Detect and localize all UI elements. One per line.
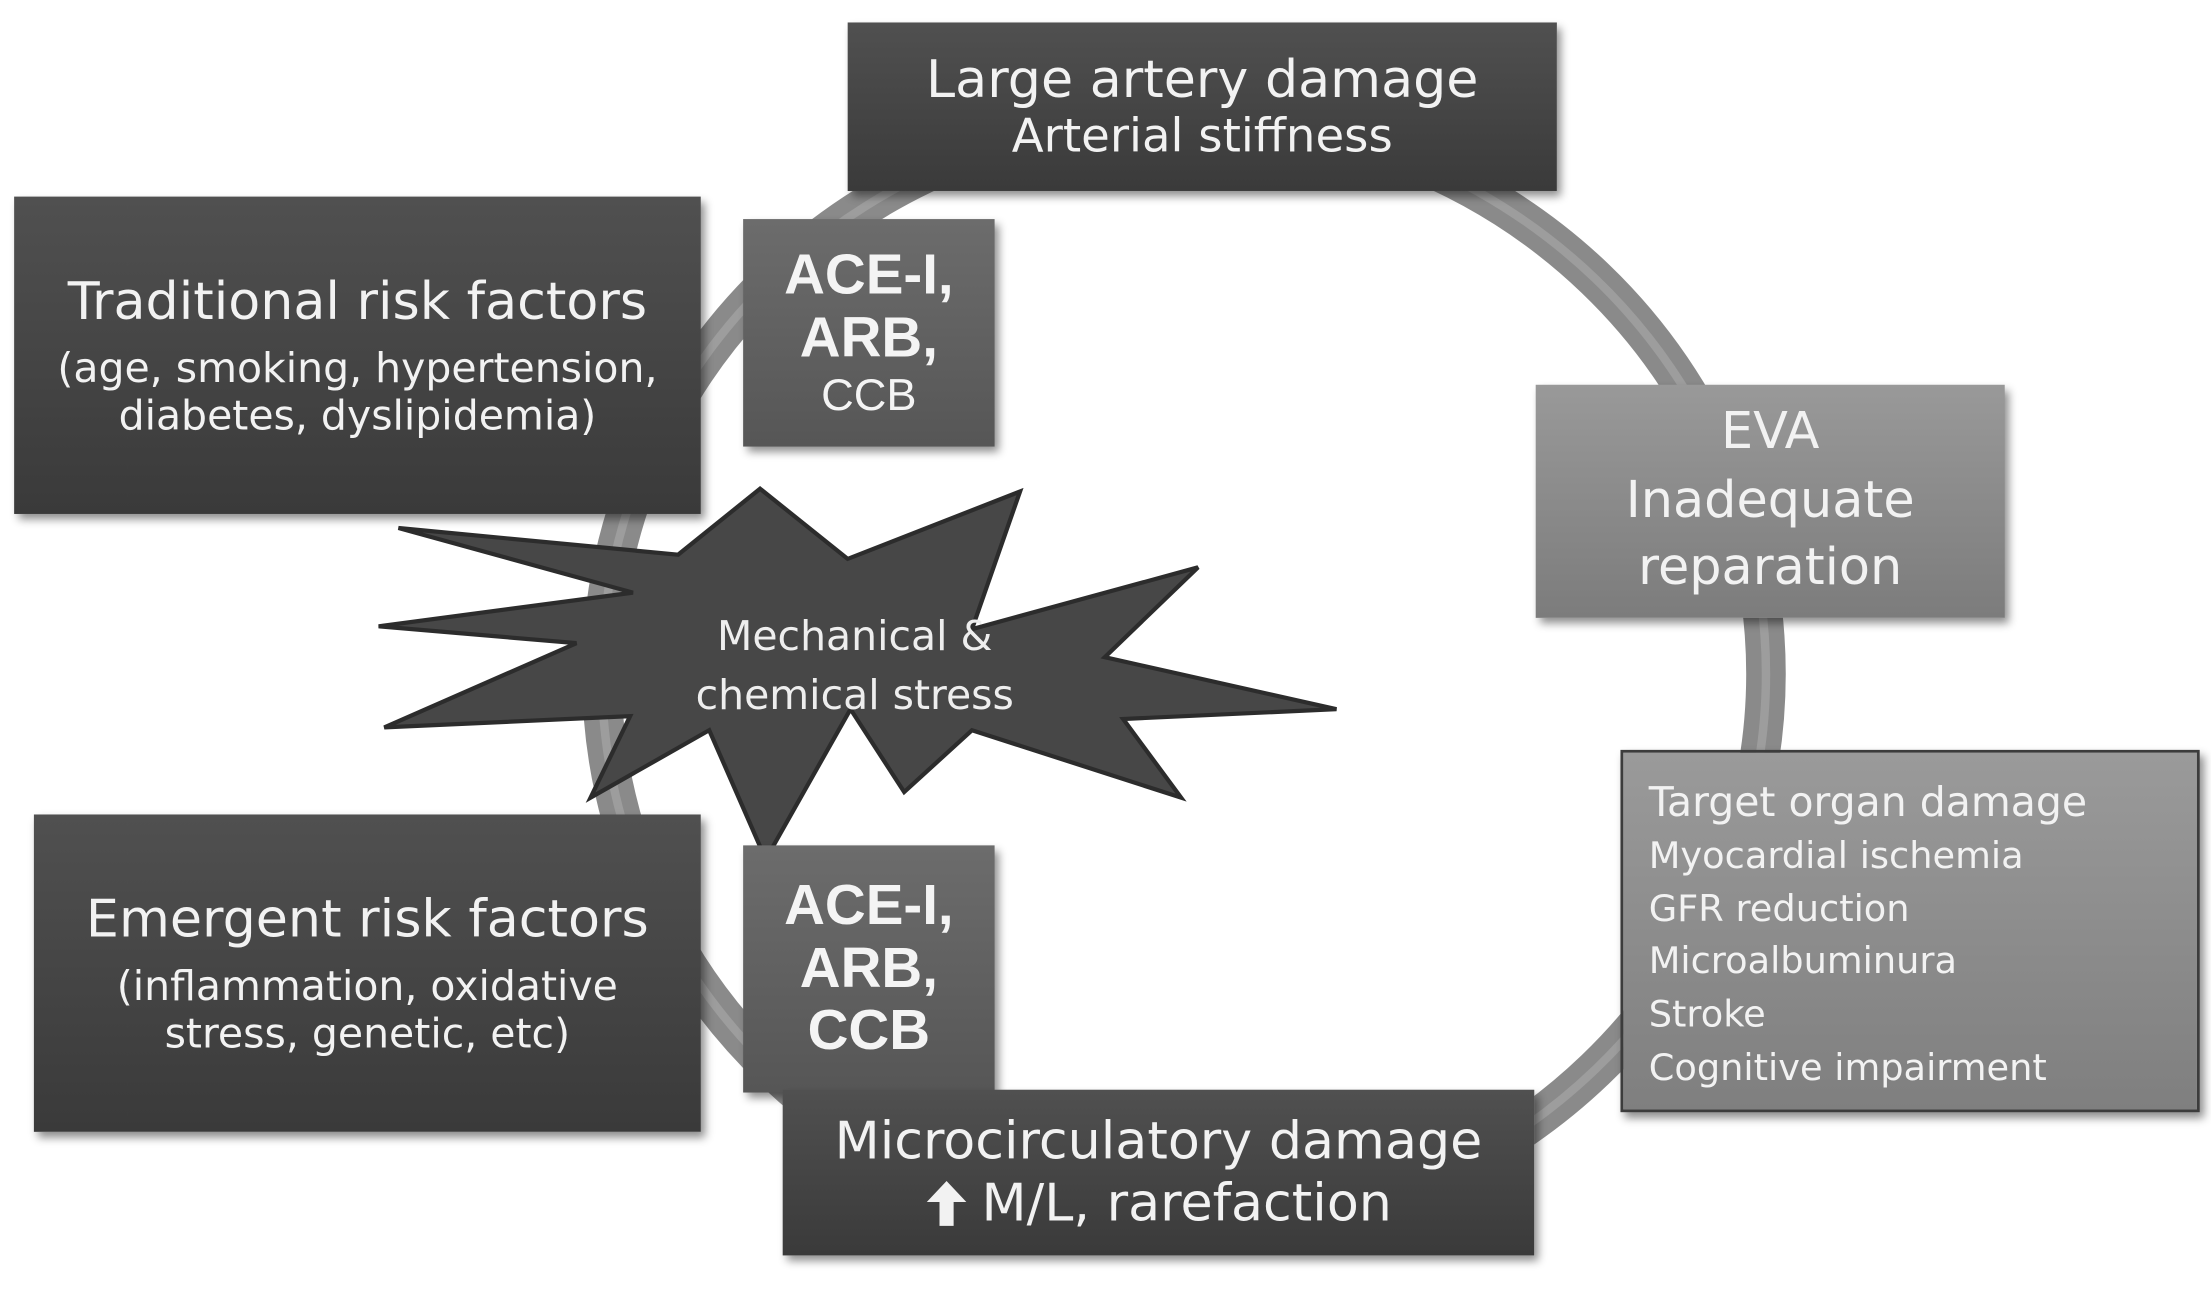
emergent-risk-factors-box: Emergent risk factors (inflammation, oxi… xyxy=(33,814,701,1132)
drugs-bottom-ccb: CCB xyxy=(807,1000,931,1063)
traditional-risk-factors-box: Traditional risk factors (age, smoking, … xyxy=(14,196,701,514)
target-organ-item: Microalbuminura xyxy=(1648,941,1958,984)
emergent-line-1: (inflammation, oxidative xyxy=(116,961,618,1010)
target-organ-item: Cognitive impairment xyxy=(1648,1047,2047,1090)
emergent-title: Emergent risk factors xyxy=(85,888,649,950)
drugs-top-ace: ACE-I, xyxy=(784,244,954,307)
drugs-bottom-arb: ARB, xyxy=(799,937,938,1000)
target-organ-title: Target organ damage xyxy=(1648,777,2088,826)
stress-label: Mechanical & chemical stress xyxy=(664,607,1045,725)
target-organ-damage-box: Target organ damage Myocardial ischemia … xyxy=(1620,749,2200,1113)
arrow-up-icon xyxy=(926,1180,966,1226)
drugs-top-ccb: CCB xyxy=(821,369,917,420)
traditional-line-2: diabetes, dyslipidemia) xyxy=(118,391,597,440)
eva-box: EVA Inadequate reparation xyxy=(1535,384,2005,618)
micro-title: Microcirculatory damage xyxy=(834,1111,1483,1172)
target-organ-item: GFR reduction xyxy=(1648,888,1910,931)
drugs-top-box: ACE-I, ARB, CCB xyxy=(743,219,995,447)
microcirculatory-damage-box: Microcirculatory damage M/L, rarefaction xyxy=(782,1089,1535,1256)
micro-subtitle: M/L, rarefaction xyxy=(981,1172,1392,1233)
drugs-bottom-box: ACE-I, ARB, CCB xyxy=(743,845,995,1093)
eva-reparation: reparation xyxy=(1638,539,1903,598)
drugs-top-arb: ARB, xyxy=(799,307,938,370)
large-artery-damage-box: Large artery damage Arterial stiffness xyxy=(847,22,1557,191)
target-organ-item: Myocardial ischemia xyxy=(1648,835,2024,878)
emergent-line-2: stress, genetic, etc) xyxy=(164,1009,571,1058)
stress-line-1: Mechanical & xyxy=(716,612,993,661)
stress-line-2: chemical stress xyxy=(695,671,1014,720)
traditional-line-1: (age, smoking, hypertension, xyxy=(57,343,658,392)
eva-inadequate: Inadequate xyxy=(1625,471,1915,529)
large-artery-subtitle: Arterial stiffness xyxy=(1011,108,1393,164)
eva-label: EVA xyxy=(1720,403,1820,461)
target-organ-item: Stroke xyxy=(1648,994,1766,1037)
traditional-title: Traditional risk factors xyxy=(67,270,648,332)
large-artery-title: Large artery damage xyxy=(926,48,1479,110)
stress-burst xyxy=(378,485,1337,865)
drugs-bottom-ace: ACE-I, xyxy=(784,874,954,937)
